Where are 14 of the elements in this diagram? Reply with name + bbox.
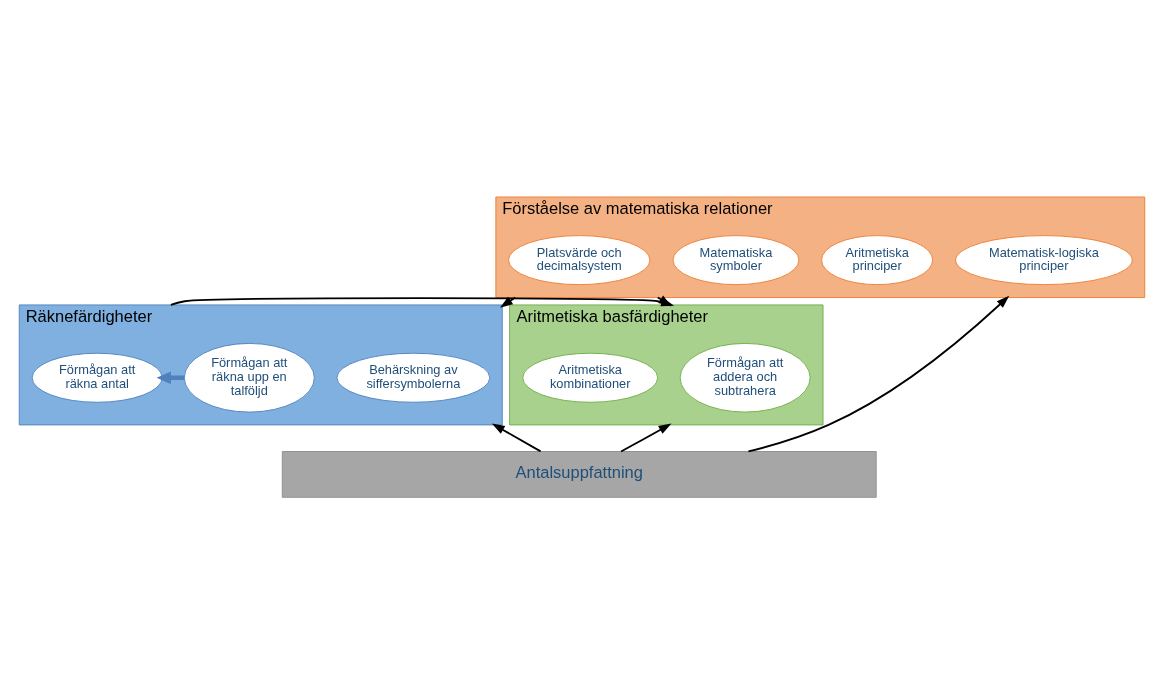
- node-ellipse: Förmågan att addera och subtrahera: [679, 342, 811, 413]
- node-ellipse: Platsvärde och decimalsystem: [508, 235, 651, 286]
- node-box: Antalsuppfattning: [281, 451, 877, 498]
- node-ellipse: Förmågan att räkna upp en talföljd: [183, 342, 315, 413]
- node-ellipse: Matematiska symboler: [672, 235, 800, 286]
- arrow: [491, 423, 542, 453]
- node-ellipse: Matematisk-logiska principer: [955, 235, 1133, 286]
- node-ellipse: Aritmetiska kombinationer: [522, 352, 659, 403]
- node-ellipse: Förmågan att räkna antal: [31, 352, 163, 403]
- arrow: [156, 371, 185, 385]
- node-ellipse: Behärskning av siffersymbolerna: [336, 352, 491, 403]
- arrow: [747, 295, 1010, 453]
- node-ellipse: Aritmetiska principer: [821, 235, 934, 286]
- arrow: [620, 423, 672, 453]
